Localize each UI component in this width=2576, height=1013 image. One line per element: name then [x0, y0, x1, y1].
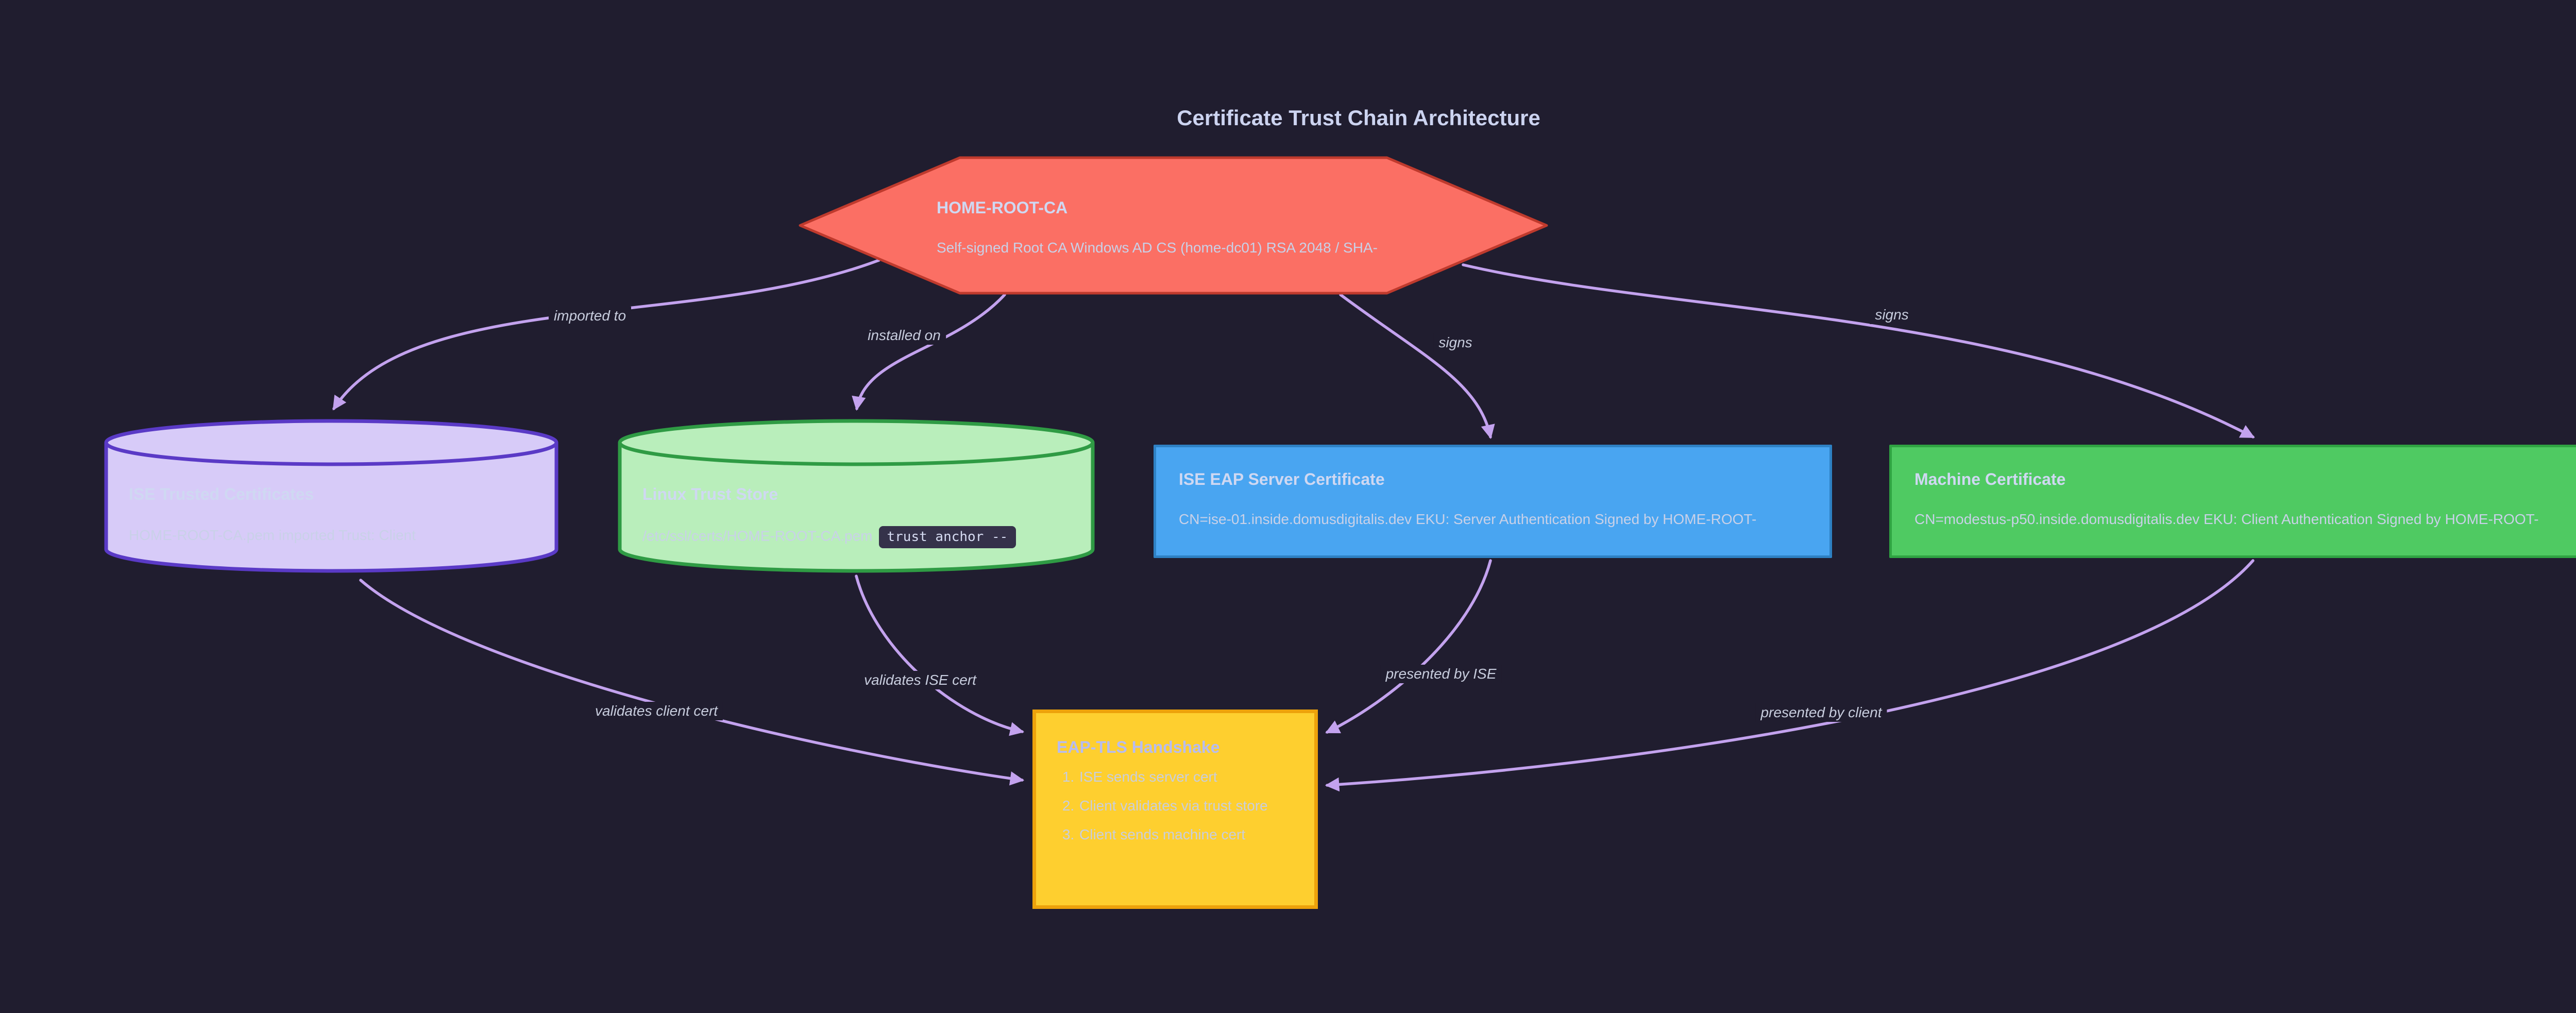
node-machine-certificate: Machine Certificate CN=modestus-p50.insi… — [1889, 445, 2576, 558]
node-ise-eap-server-certificate: ISE EAP Server Certificate CN=ise-01.ins… — [1154, 445, 1832, 558]
edge-validates-ise — [855, 575, 1025, 736]
node-home-root-ca-title: HOME-ROOT-CA — [937, 198, 1068, 217]
node-machine-certificate-body: CN=modestus-p50.inside.domusdigitalis.de… — [1914, 511, 2539, 527]
node-machine-certificate-title: Machine Certificate — [1914, 470, 2066, 488]
edge-label-presented-by-ise: presented by ISE — [1380, 665, 1502, 683]
handshake-step: Client sends machine cert — [1078, 820, 1283, 849]
linux-store-path-text: /etc/ssl/certs/HOME-ROOT-CA.pem — [642, 528, 873, 544]
node-ise-trusted-certificates: ISE Trusted Certificates HOME-ROOT-CA.pe… — [104, 418, 558, 574]
edge-signs-server — [1339, 293, 1495, 440]
node-home-root-ca: HOME-ROOT-CA Self-signed Root CA Windows… — [799, 156, 1548, 295]
node-ise-eap-body: CN=ise-01.inside.domusdigitalis.dev EKU:… — [1179, 511, 1757, 527]
node-ise-trusted-title: ISE Trusted Certificates — [129, 485, 314, 503]
node-ise-trusted-body: HOME-ROOT-CA.pem imported Trust: Client — [129, 527, 416, 543]
edge-label-presented-by-client: presented by client — [1755, 703, 1887, 722]
diagram-title: Certificate Trust Chain Architecture — [1177, 106, 1540, 130]
handshake-step: ISE sends server cert — [1078, 763, 1283, 791]
edge-signs-machine — [1462, 263, 2255, 438]
edge-imported-to — [332, 259, 880, 411]
node-handshake-title: EAP-TLS Handshake — [1057, 738, 1220, 756]
trust-anchor-code-badge: trust anchor -- — [878, 526, 1016, 548]
edge-label-signs-machine: signs — [1870, 306, 1914, 324]
handshake-step: Client validates via trust store — [1078, 791, 1283, 820]
edge-label-validates-client: validates client cert — [589, 702, 723, 720]
hexagon-shape — [799, 156, 1548, 295]
node-home-root-ca-body: Self-signed Root CA Windows AD CS (home-… — [937, 240, 1378, 256]
cylinder-shape — [104, 419, 558, 573]
edge-label-installed-on: installed on — [862, 326, 946, 345]
node-eap-tls-handshake: EAP-TLS Handshake ISE sends server cert … — [1032, 710, 1318, 909]
node-linux-trust-store: Linux Trust Store /etc/ssl/certs/HOME-RO… — [618, 418, 1095, 574]
edge-label-imported-to: imported to — [548, 307, 632, 325]
node-ise-eap-title: ISE EAP Server Certificate — [1179, 470, 1385, 488]
edge-presented-by-ise — [1325, 559, 1492, 734]
edge-label-validates-ise: validates ISE cert — [859, 671, 981, 689]
handshake-steps-list: ISE sends server cert Client validates v… — [1057, 763, 1283, 849]
node-linux-trust-store-title: Linux Trust Store — [642, 485, 778, 503]
node-linux-trust-store-body: /etc/ssl/certs/HOME-ROOT-CA.pem trust anc… — [642, 526, 1016, 548]
edge-label-signs-server: signs — [1433, 333, 1478, 352]
edge-installed-on — [852, 293, 1006, 411]
